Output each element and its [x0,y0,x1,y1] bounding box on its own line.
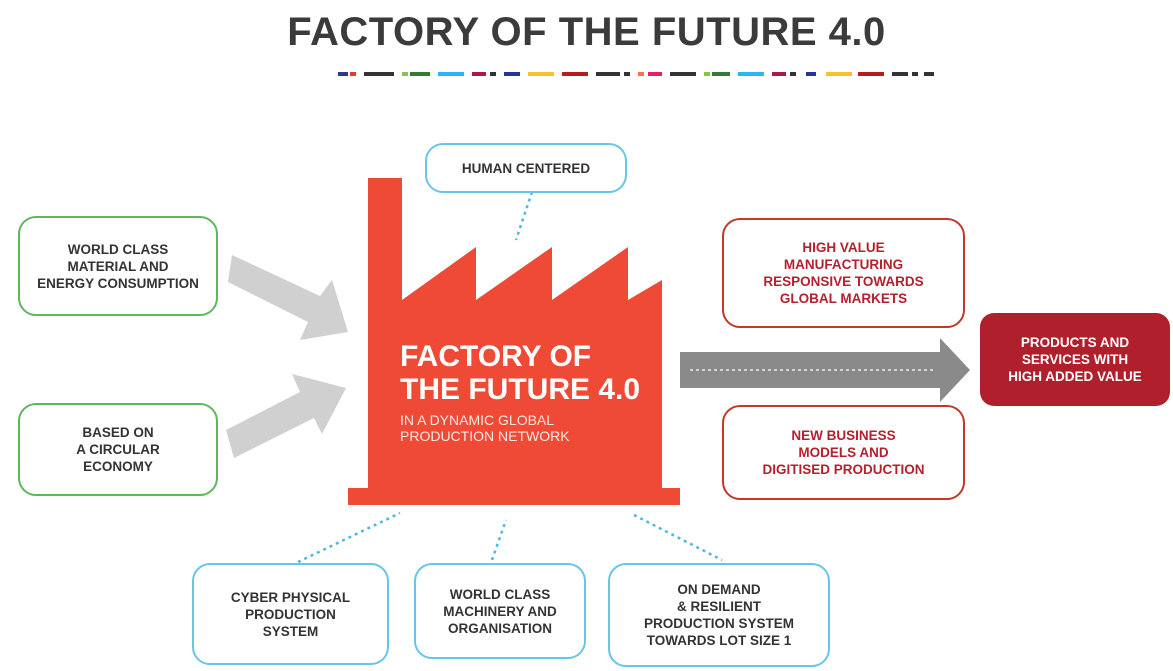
box-human-centered: HUMAN CENTERED [425,143,627,193]
box-cyber-physical: CYBER PHYSICAL PRODUCTION SYSTEM [192,563,389,665]
result-products-services: PRODUCTS AND SERVICES WITH HIGH ADDED VA… [980,313,1170,406]
connector-top [514,191,534,241]
factory-subtitle: IN A DYNAMIC GLOBAL PRODUCTION NETWORK [400,412,570,444]
input-arrow-1 [228,255,348,340]
box-high-value-manufacturing: HIGH VALUE MANUFACTURING RESPONSIVE TOWA… [722,218,965,328]
factory-shape [348,178,680,505]
decorative-dash-line [338,72,934,76]
connector-bottom-right [633,513,723,562]
input-box-material-energy: WORLD CLASS MATERIAL AND ENERGY CONSUMPT… [18,216,218,316]
factory-label: FACTORY OF THE FUTURE 4.0 IN A DYNAMIC G… [400,340,640,444]
connector-bottom-center [490,519,508,561]
box-new-business-models: NEW BUSINESS MODELS AND DIGITISED PRODUC… [722,405,965,500]
connector-bottom-left [297,511,401,564]
input-arrow-2 [226,374,346,458]
factory-title: FACTORY OF THE FUTURE 4.0 [400,340,641,406]
diagram-title: FACTORY OF THE FUTURE 4.0 [287,10,886,54]
box-world-class-machinery: WORLD CLASS MACHINERY AND ORGANISATION [414,563,586,659]
input-box-circular-economy: BASED ON A CIRCULAR ECONOMY [18,403,218,496]
box-on-demand: ON DEMAND & RESILIENT PRODUCTION SYSTEM … [608,563,830,667]
